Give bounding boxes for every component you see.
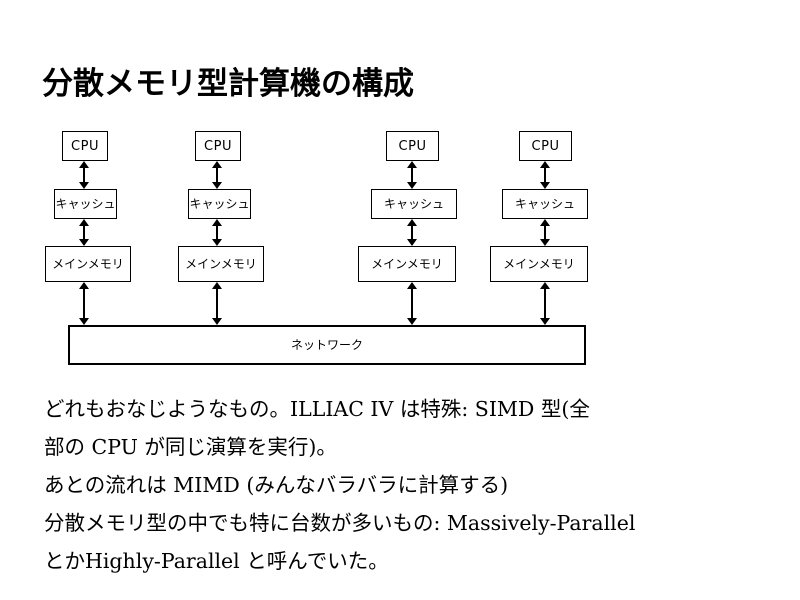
body-line-1: どれもおなじようなもの。ILLIAC IV は特殊: SIMD 型(全	[44, 397, 590, 421]
memory-box-3: メインメモリ	[358, 246, 456, 282]
arrow-cache-memory-2	[212, 219, 223, 246]
cpu-box-4: CPU	[519, 131, 572, 161]
arrow-cpu-cache-2	[212, 161, 223, 189]
arrow-cpu-cache-3	[407, 161, 418, 189]
cpu-box-3: CPU	[386, 131, 439, 161]
arrow-memory-network-2	[212, 282, 223, 325]
arrow-cpu-cache-4	[540, 161, 551, 189]
cache-box-3: キャッシュ	[371, 189, 457, 219]
arrow-cache-memory-1	[79, 219, 90, 246]
arrow-cache-memory-3	[407, 219, 418, 246]
arrow-memory-network-4	[540, 282, 551, 325]
arrow-memory-network-1	[79, 282, 90, 325]
body-line-2: 部の CPU が同じ演算を実行)。	[44, 435, 337, 459]
body-line-4: 分散メモリ型の中でも特に台数が多いもの: Massively-Parallel	[44, 511, 636, 535]
body-text: どれもおなじようなもの。ILLIAC IV は特殊: SIMD 型(全 部の C…	[44, 390, 784, 580]
page-title: 分散メモリ型計算機の構成	[42, 66, 414, 102]
arrow-cache-memory-4	[540, 219, 551, 246]
cache-box-4: キャッシュ	[502, 189, 588, 219]
cpu-box-1: CPU	[62, 131, 108, 161]
body-line-3: あとの流れは MIMD (みんなバラバラに計算する)	[44, 473, 509, 497]
cache-box-2: キャッシュ	[188, 189, 251, 219]
arrow-memory-network-3	[407, 282, 418, 325]
cpu-box-2: CPU	[195, 131, 241, 161]
network-box: ネットワーク	[68, 325, 586, 365]
arrow-cpu-cache-1	[79, 161, 90, 189]
memory-box-4: メインメモリ	[490, 246, 588, 282]
memory-box-1: メインメモリ	[45, 246, 131, 282]
architecture-diagram: CPU キャッシュ メインメモリ CPU キャッシュ メインメモリ CPU キャ…	[45, 131, 588, 365]
memory-box-2: メインメモリ	[178, 246, 264, 282]
body-line-5: とかHighly-Parallel と呼んでいた。	[44, 549, 389, 573]
cache-box-1: キャッシュ	[54, 189, 117, 219]
